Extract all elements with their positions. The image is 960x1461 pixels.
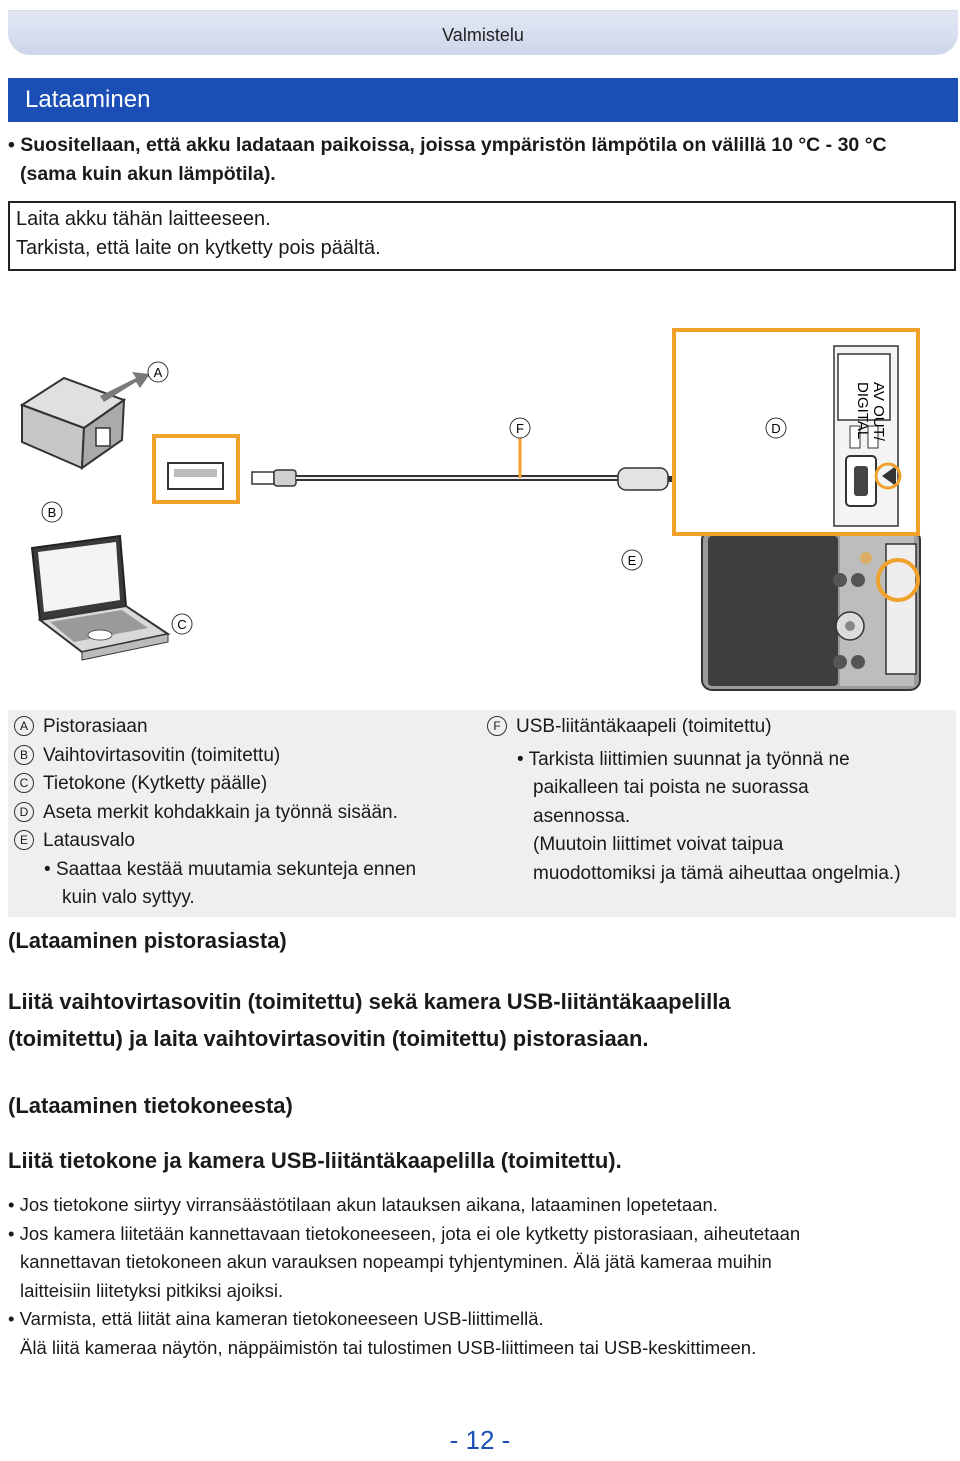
outlet-instruction: Liitä vaihtovirtasovitin (toimitettu) se… xyxy=(8,983,731,1057)
camera-illustration xyxy=(701,529,921,691)
port-label-av-out: AV OUT/ xyxy=(870,382,887,442)
legend-item-b: B Vaihtovirtasovitin (toimitettu) xyxy=(14,742,484,771)
callout-c-circle xyxy=(171,613,193,635)
legend-note-e-line-2: kuin valo syttyy. xyxy=(62,887,195,908)
note-line-2: Tarkista, että laite on kytketty pois pä… xyxy=(16,237,381,259)
legend-text-f: USB-liitäntäkaapeli (toimitettu) xyxy=(516,716,772,737)
page-number: - 12 - xyxy=(449,1425,511,1455)
callout-b-circle xyxy=(41,501,63,523)
pc-note-3-line-1: Varmista, että liität aina kameran tieto… xyxy=(19,1308,544,1329)
legend-text-c: Tietokone (Kytketty päälle) xyxy=(43,773,268,794)
pc-note-1-line-1: Jos tietokone siirtyy virransäästötilaan… xyxy=(19,1194,718,1215)
section-header: Valmistelu xyxy=(8,10,958,55)
pc-note-3-line-2: Älä liitä kameraa näytön, näppäimistön t… xyxy=(20,1336,757,1358)
callout-f-circle xyxy=(509,417,531,439)
callout-e: E xyxy=(628,553,637,568)
pc-instruction: Liitä tietokone ja kamera USB-liitäntäka… xyxy=(8,1148,622,1173)
outlet-instruction-line-2: (toimitettu) ja laita vaihtovirtasovitin… xyxy=(8,1026,649,1051)
charging-light-icon xyxy=(860,552,872,564)
bullet-dot: • xyxy=(8,134,15,156)
pc-note-3: • Varmista, että liität aina kameran tie… xyxy=(8,1308,544,1329)
pc-note-1: • Jos tietokone siirtyy virransäästötila… xyxy=(8,1194,718,1215)
page-title: Lataaminen xyxy=(25,86,151,113)
legend-text-e: Latausvalo xyxy=(43,830,135,851)
legend-note-f-line-5: muodottomiksi ja tämä aiheuttaa ongelmia… xyxy=(533,862,901,884)
legend-note-f-line-3: asennossa. xyxy=(533,805,631,827)
callout-f: F xyxy=(516,421,524,436)
legend-item-a: A Pistorasiaan xyxy=(14,713,484,742)
pc-section-heading: (Lataaminen tietokoneesta) xyxy=(8,1093,293,1118)
legend-note-e-line-1: Saattaa kestää muutamia sekunteja ennen xyxy=(55,858,417,880)
camera-port-zoom xyxy=(833,345,902,527)
legend-mark-e: E xyxy=(14,830,34,850)
pc-note-2: • Jos kamera liitetään kannettavaan tiet… xyxy=(8,1222,801,1244)
note-line-1: Laita akku tähän laitteeseen. xyxy=(16,208,271,230)
legend-item-e: E Latausvalo xyxy=(14,827,484,856)
pc-note-2-line-2: kannettavan tietokoneen akun varauksen n… xyxy=(20,1251,772,1272)
callout-a-circle xyxy=(147,361,169,383)
legend-mark-b: B xyxy=(14,744,34,765)
legend-note-f-line-1: Tarkista liittimien suunnat ja työnnä ne xyxy=(528,748,850,770)
legend-text-b: Vaihtovirtasovitin (toimitettu) xyxy=(43,744,281,766)
section-label: Valmistelu xyxy=(442,25,524,45)
charging-light-highlight xyxy=(876,558,920,602)
legend-item-d: D Aseta merkit kohdakkain ja työnnä sisää… xyxy=(14,799,484,828)
callout-d: D xyxy=(771,421,780,436)
note-box: Laita akku tähän laitteeseen. Tarkista, … xyxy=(8,201,956,271)
legend-mark-a: A xyxy=(14,716,34,736)
legend-mark-d: D xyxy=(14,801,34,822)
intro-bullet: • Suositellaan, että akku ladataan paiko… xyxy=(8,131,887,189)
pc-notes-list: • Jos tietokone siirtyy virransäästötila… xyxy=(8,1191,953,1362)
callout-c: C xyxy=(177,617,186,632)
legend-item-f: F USB-liitäntäkaapeli (toimitettu) xyxy=(487,713,955,742)
laptop-illustration xyxy=(30,534,171,661)
intro-line-1: Suositellaan, että akku ladataan paikois… xyxy=(20,134,887,156)
legend-note-f-line-2: paikalleen tai poista ne suorassa xyxy=(533,777,809,798)
pc-note-2-line-1: Jos kamera liitetään kannettavaan tietok… xyxy=(19,1222,801,1244)
callout-d-circle xyxy=(765,417,787,439)
callout-e-circle xyxy=(621,549,643,571)
callout-a: A xyxy=(154,365,163,380)
outlet-section-heading: (Lataaminen pistorasiasta) xyxy=(8,928,287,953)
page-title-bar: Lataaminen xyxy=(8,78,958,122)
callout-b: B xyxy=(48,505,57,520)
legend-mark-c: C xyxy=(14,773,34,793)
ac-adapter-illustration xyxy=(19,376,127,470)
legend-left: A Pistorasiaan B Vaihtovirtasovitin (toimi… xyxy=(14,713,484,913)
intro-line-2: (sama kuin akun lämpötila). xyxy=(20,163,276,185)
legend-text-a: Pistorasiaan xyxy=(43,716,148,737)
outlet-instruction-line-1: Liitä vaihtovirtasovitin (toimitettu) se… xyxy=(8,989,731,1014)
legend-right: F USB-liitäntäkaapeli (toimitettu) • Tark… xyxy=(487,713,955,888)
connection-diagram: AV OUT/ DIGITAL A B C D E F xyxy=(8,290,956,710)
plug-in-arrow xyxy=(100,372,150,402)
legend-mark-f: F xyxy=(487,716,507,736)
legend-text-d: Aseta merkit kohdakkain ja työnnä sisään… xyxy=(43,801,398,823)
legend-note-f: • Tarkista liittimien suunnat ja työnnä … xyxy=(517,748,850,770)
legend-item-c: C Tietokone (Kytketty päälle) xyxy=(14,770,484,799)
legend-note-f-line-4: (Muutoin liittimet voivat taipua xyxy=(533,834,784,855)
pc-note-2-line-3: laitteisiin liitetyksi pitkiksi ajoiksi. xyxy=(20,1279,284,1301)
legend-note-e: • Saattaa kestää muutamia sekunteja enne… xyxy=(44,858,417,880)
port-label-digital: DIGITAL xyxy=(854,382,871,439)
